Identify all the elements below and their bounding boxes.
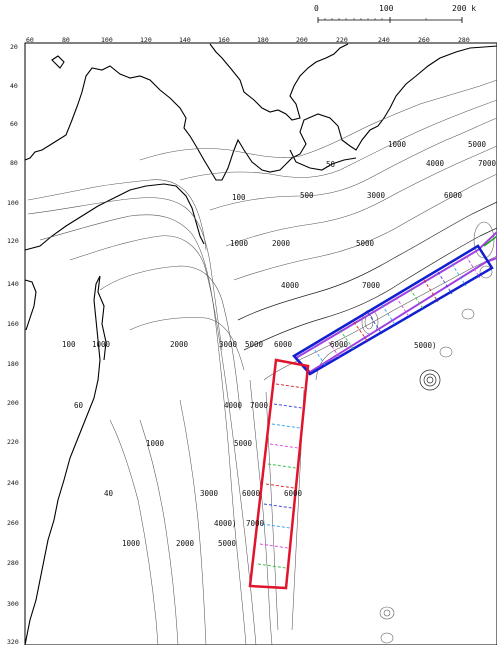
depth-label: 3000 [367,191,386,200]
y-tick-100: 100 [7,199,19,207]
scale-label-200: 200 k [452,4,476,13]
depth-label: 5000) [414,341,437,350]
depth-label: 50 [326,160,336,169]
y-tick-80: 80 [10,159,18,167]
green-track-end [483,235,497,247]
depth-label: 7000 [362,281,381,290]
scale-label-100: 100 [379,4,394,13]
depth-label: 4000 [281,281,300,290]
x-tick-80: 80 [62,36,70,44]
y-tick-200: 200 [7,399,19,407]
depth-label: 2000 [272,239,291,248]
y-tick-280: 280 [7,559,19,567]
scale-bar: 0 100 200 k [314,4,476,23]
depth-labels: 1000 5000 4000 7000 50 500 3000 6000 100… [62,140,497,548]
depth-label: 5000 [234,439,253,448]
depth-label: 5000 [468,140,487,149]
depth-label: 40 [104,489,114,498]
x-axis: 60 80 100 120 140 160 180 200 220 240 26… [25,36,497,44]
depth-label: 500 [300,191,314,200]
depth-label: 2000 [176,539,195,548]
depth-label: 7000 [246,519,265,528]
blue-survey-box [292,244,494,376]
map-frame [24,42,497,645]
y-tick-320: 320 [7,638,19,645]
x-tick-200: 200 [296,36,308,44]
y-tick-220: 220 [7,438,19,446]
y-tick-20: 20 [10,43,18,51]
y-axis: 20 40 60 80 100 120 140 160 180 200 220 … [7,43,19,645]
depth-label: 100 [62,340,76,349]
depth-label: 6000 [274,340,293,349]
purple-survey-box [294,230,497,374]
x-tick-120: 120 [140,36,152,44]
x-tick-240: 240 [378,36,390,44]
depth-label: 5000 [218,539,237,548]
coastlines [24,43,497,645]
depth-label: 4000 [426,159,445,168]
depth-label: 1000 [122,539,141,548]
x-tick-260: 260 [418,36,430,44]
y-tick-240: 240 [7,479,19,487]
y-tick-120: 120 [7,237,19,245]
depth-label: 3000 [219,340,238,349]
scale-label-0: 0 [314,4,319,13]
depth-label: 3000 [200,489,219,498]
y-tick-40: 40 [10,82,18,90]
blue-track-lines [311,255,481,367]
depth-label: 60 [74,401,84,410]
y-tick-140: 140 [7,280,19,288]
x-tick-60: 60 [26,36,34,44]
y-tick-260: 260 [7,519,19,527]
x-tick-100: 100 [101,36,113,44]
red-survey-box [248,358,310,590]
y-tick-300: 300 [7,600,19,608]
depth-label: 1000 [388,140,407,149]
depth-label: 4000) [214,519,237,528]
depth-label: 7000 [250,401,269,410]
depth-label: 100 [232,193,246,202]
x-tick-220: 220 [336,36,348,44]
y-tick-160: 160 [7,320,19,328]
depth-label: 6000 [330,340,349,349]
depth-label: 1000 [92,340,111,349]
depth-label: 2000 [170,340,189,349]
survey-tracks [248,230,497,590]
depth-label: 5000 [245,340,264,349]
depth-label: 6000 [284,489,303,498]
x-tick-140: 140 [179,36,191,44]
y-tick-60: 60 [10,120,18,128]
depth-label: 6000 [242,489,261,498]
x-tick-180: 180 [257,36,269,44]
x-tick-280: 280 [458,36,470,44]
depth-label: 1000 [146,439,165,448]
x-tick-160: 160 [218,36,230,44]
y-tick-180: 180 [7,360,19,368]
depth-label: 7000 [478,159,497,168]
depth-label: 5000 [356,239,375,248]
depth-label: 4000 [224,401,243,410]
depth-label: 1000 [230,239,249,248]
depth-label: 6000 [444,191,463,200]
